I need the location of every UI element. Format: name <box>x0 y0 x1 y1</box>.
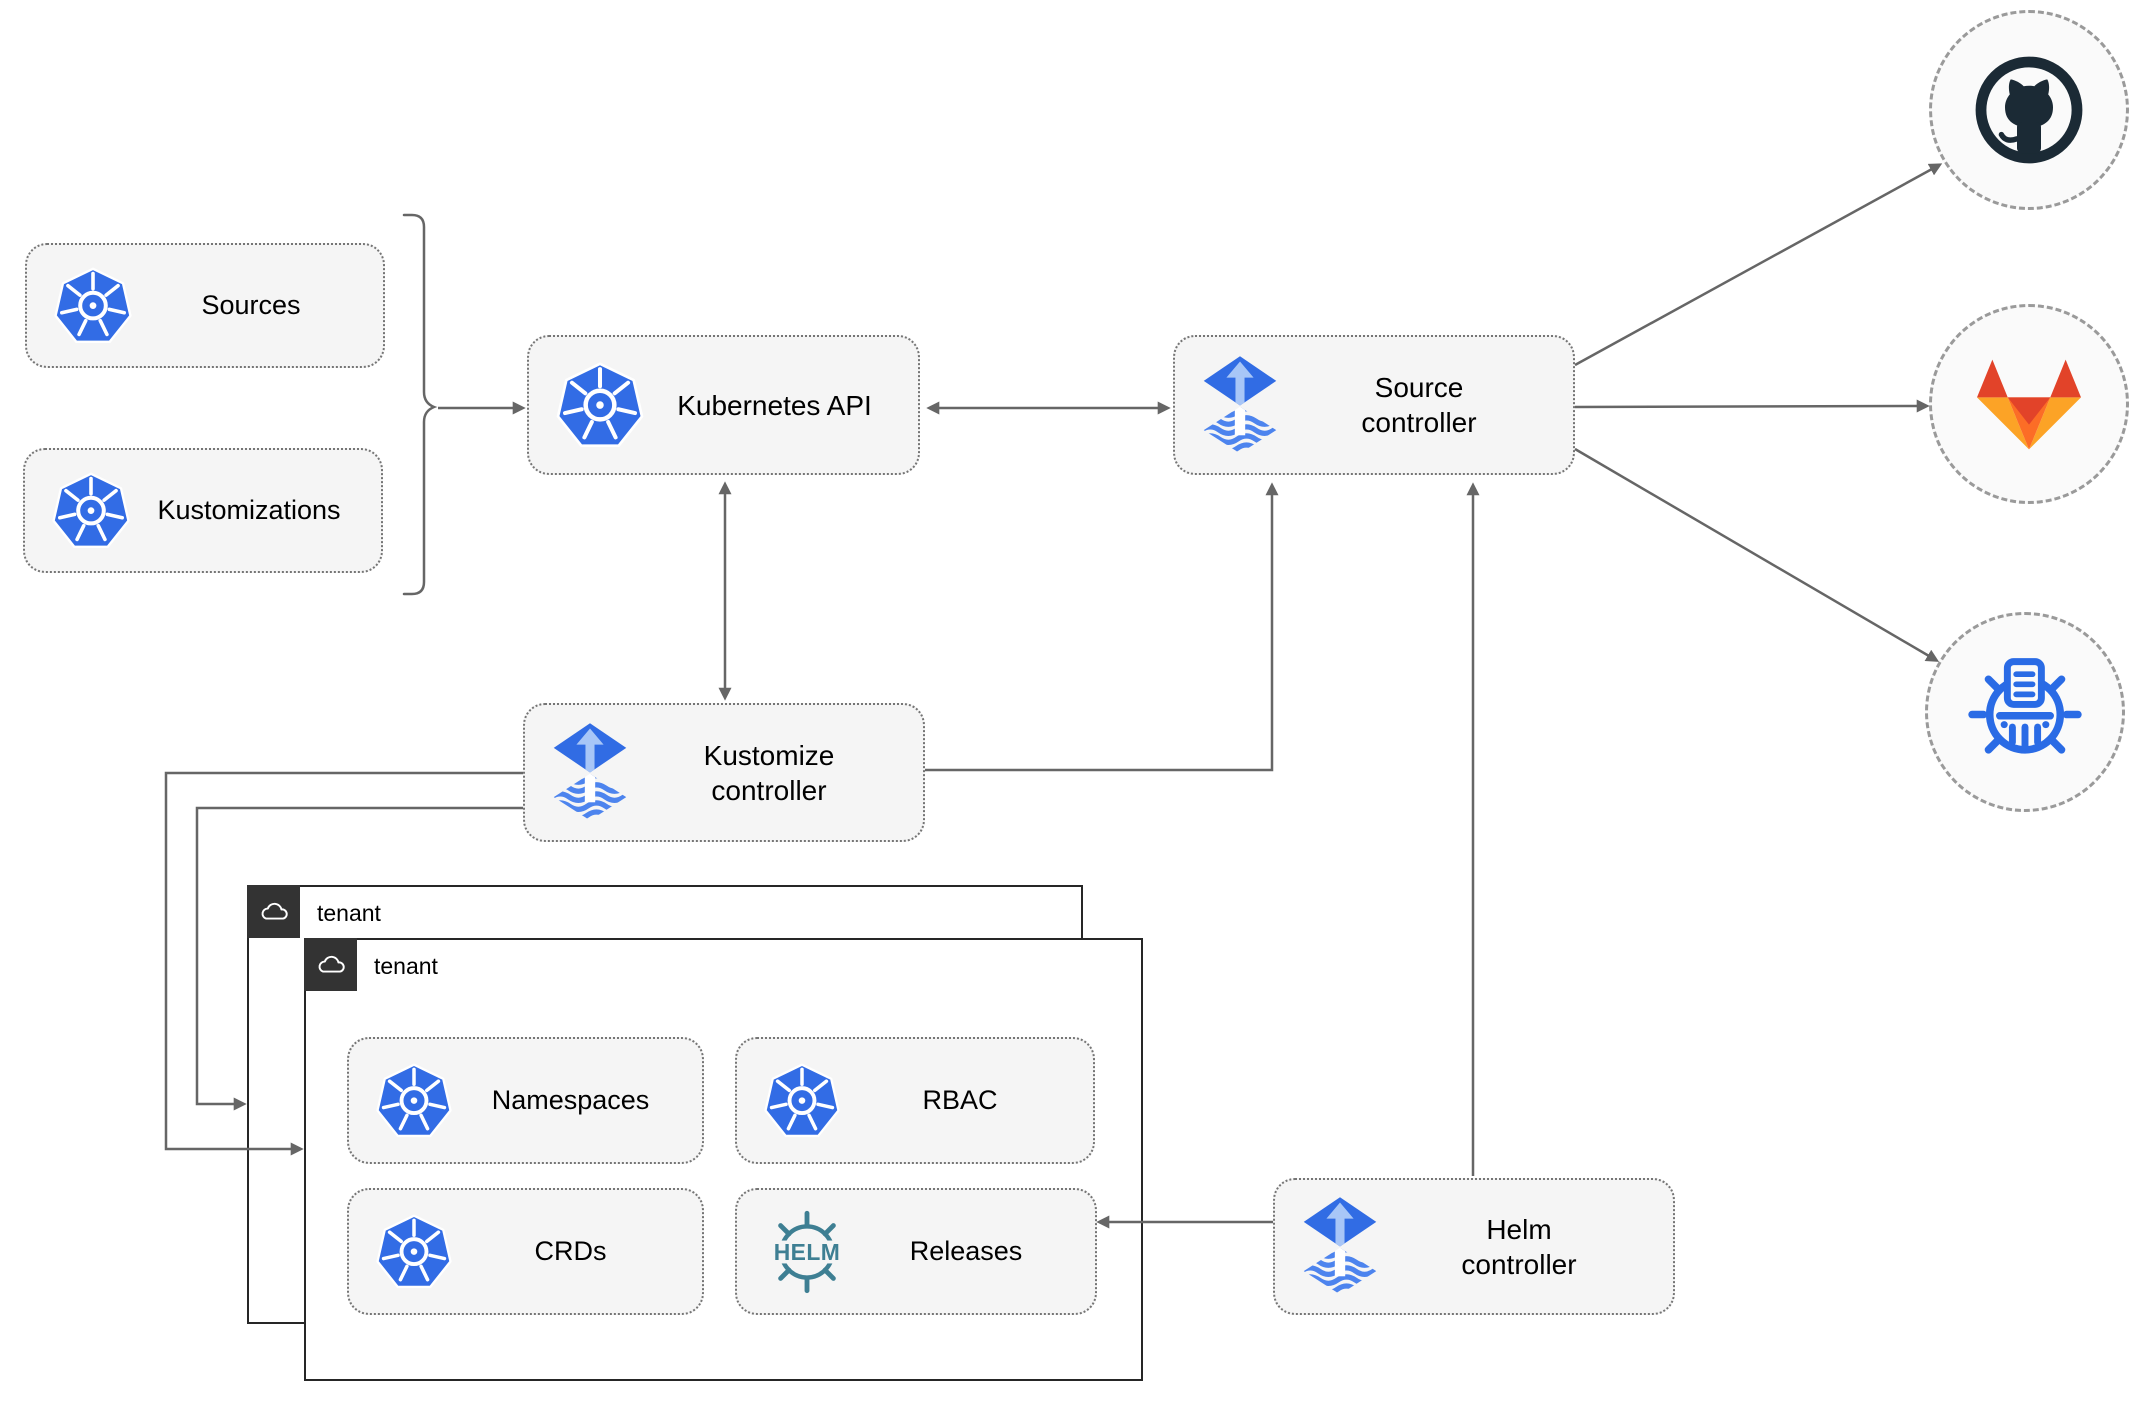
kubernetes-icon <box>555 362 645 449</box>
node-sources: Sources <box>25 243 385 368</box>
node-label: Kustomize controller <box>703 739 835 806</box>
edge-kustomize-source <box>925 482 1279 772</box>
gitlab-icon <box>1977 356 2081 453</box>
node-kubernetes-api: Kubernetes API <box>527 335 920 475</box>
kubernetes-icon <box>763 1063 841 1139</box>
endpoint-chartmuseum <box>1925 612 2125 812</box>
helm-icon <box>763 1208 851 1296</box>
node-label: CRDs <box>534 1235 607 1266</box>
node-label: Sources <box>201 289 301 320</box>
kubernetes-icon <box>53 267 133 345</box>
tenant-group-front: tenant Namespaces RBAC CRDs Releases <box>304 938 1143 1381</box>
node-label: RBAC <box>922 1084 998 1115</box>
node-kustomize-controller: Kustomize controller <box>523 703 925 842</box>
node-label: Namespaces <box>491 1084 650 1115</box>
node-kustomizations: Kustomizations <box>23 448 383 573</box>
node-crds: CRDs <box>347 1188 704 1315</box>
kubernetes-icon <box>51 472 131 550</box>
flux-icon <box>551 722 629 823</box>
node-label: Source controller <box>1361 372 1477 438</box>
node-releases: Releases <box>735 1188 1097 1315</box>
edge-source-github <box>1574 163 1943 367</box>
node-label: Releases <box>909 1235 1023 1266</box>
node-label: Helm controller <box>1461 1213 1577 1280</box>
edge-source-chartmuseum <box>1574 447 1940 662</box>
cloud-icon <box>258 900 290 923</box>
node-namespaces: Namespaces <box>347 1037 704 1164</box>
cloud-icon <box>315 953 347 976</box>
tenant-label: tenant <box>317 900 381 926</box>
flux-icon <box>1201 355 1279 456</box>
tenant-badge <box>247 885 300 938</box>
flux-icon <box>1301 1196 1379 1297</box>
node-source-controller: Source controller <box>1173 335 1575 475</box>
grouping-brace <box>402 213 438 596</box>
node-label: Kubernetes API <box>677 389 872 421</box>
node-helm-controller: Helm controller <box>1273 1178 1675 1315</box>
kubernetes-icon <box>375 1214 453 1290</box>
endpoint-gitlab <box>1929 304 2129 504</box>
chartmuseum-icon <box>1962 649 2088 775</box>
endpoint-github <box>1929 10 2129 210</box>
node-label: Kustomizations <box>157 494 341 525</box>
edge-source-gitlab <box>1574 399 1930 413</box>
kubernetes-icon <box>375 1063 453 1139</box>
tenant-label: tenant <box>374 953 438 979</box>
github-icon <box>1969 50 2089 170</box>
node-rbac: RBAC <box>735 1037 1095 1164</box>
tenant-badge <box>304 938 357 991</box>
